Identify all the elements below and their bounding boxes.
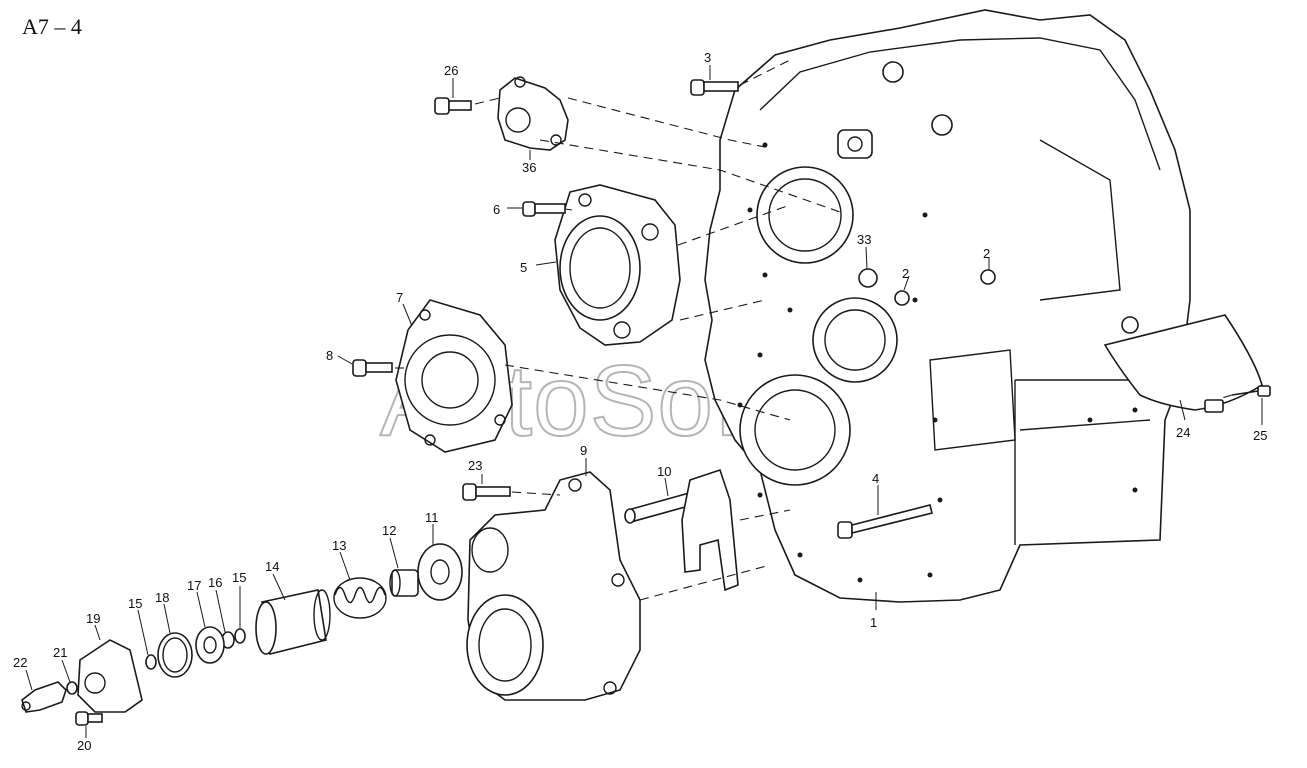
part-23-bolt bbox=[462, 483, 511, 501]
part-17-piston bbox=[195, 626, 225, 664]
callout-2b: 2 bbox=[983, 246, 990, 261]
callout-13: 13 bbox=[332, 538, 346, 553]
callout-25: 25 bbox=[1253, 428, 1267, 443]
callout-15b: 15 bbox=[128, 596, 142, 611]
callout-12: 12 bbox=[382, 523, 396, 538]
callout-6: 6 bbox=[493, 202, 500, 217]
callout-36: 36 bbox=[522, 160, 536, 175]
callout-11: 11 bbox=[425, 510, 439, 525]
callout-15a: 15 bbox=[232, 570, 246, 585]
callout-14: 14 bbox=[265, 559, 279, 574]
part-3-bolt bbox=[690, 79, 739, 96]
callout-20: 20 bbox=[77, 738, 91, 753]
part-9-shift-housing bbox=[466, 471, 641, 701]
callout-19: 19 bbox=[86, 611, 100, 626]
part-12-bushing bbox=[389, 569, 419, 597]
callout-7: 7 bbox=[396, 290, 403, 305]
callout-18: 18 bbox=[155, 590, 169, 605]
callout-4: 4 bbox=[872, 471, 879, 486]
part-36-bracket bbox=[497, 76, 569, 151]
part-13-spring bbox=[333, 577, 387, 619]
callout-26: 26 bbox=[444, 63, 458, 78]
part-10-shift-rod-fork bbox=[624, 468, 739, 592]
part-21-o-ring bbox=[66, 681, 78, 695]
part-22-sensor bbox=[21, 681, 67, 713]
callout-1: 1 bbox=[870, 615, 877, 630]
callout-23: 23 bbox=[468, 458, 482, 473]
part-14-sleeve bbox=[255, 589, 331, 655]
part-15-ring-b bbox=[145, 654, 157, 670]
callout-5: 5 bbox=[520, 260, 527, 275]
diagram-title: A7 – 4 bbox=[22, 14, 82, 39]
callout-9: 9 bbox=[580, 443, 587, 458]
part-20-bolt bbox=[75, 711, 103, 726]
part-1-housing bbox=[704, 9, 1191, 603]
part-2-plug-b bbox=[980, 269, 996, 285]
callout-22: 22 bbox=[13, 655, 27, 670]
part-4-long-bolt bbox=[837, 504, 933, 539]
part-2-plug-a bbox=[894, 290, 910, 306]
callout-8: 8 bbox=[326, 348, 333, 363]
part-25-bolt bbox=[1231, 385, 1271, 397]
part-18-seal bbox=[157, 632, 193, 678]
part-15-ring-a bbox=[234, 628, 246, 644]
callout-3: 3 bbox=[704, 50, 711, 65]
part-11-disc bbox=[417, 543, 463, 601]
callout-10: 10 bbox=[657, 464, 671, 479]
part-26-bolt bbox=[434, 97, 472, 115]
leader-lines bbox=[25, 65, 1263, 738]
part-8-bolt bbox=[352, 359, 393, 377]
part-33-plug bbox=[858, 268, 878, 288]
callout-21: 21 bbox=[53, 645, 67, 660]
assembly-lines bbox=[395, 59, 1233, 601]
part-19-end-cover bbox=[77, 639, 143, 713]
callout-24: 24 bbox=[1176, 425, 1190, 440]
part-5-bearing-housing bbox=[554, 184, 681, 346]
callout-labels: 1 2 2 3 4 5 6 7 8 9 10 11 12 13 14 15 16… bbox=[13, 50, 1267, 753]
part-7-cover bbox=[395, 299, 513, 453]
callout-17: 17 bbox=[187, 578, 201, 593]
callout-33: 33 bbox=[857, 232, 871, 247]
part-6-bolt bbox=[522, 201, 566, 217]
callout-2a: 2 bbox=[902, 266, 909, 281]
callout-16: 16 bbox=[208, 575, 222, 590]
